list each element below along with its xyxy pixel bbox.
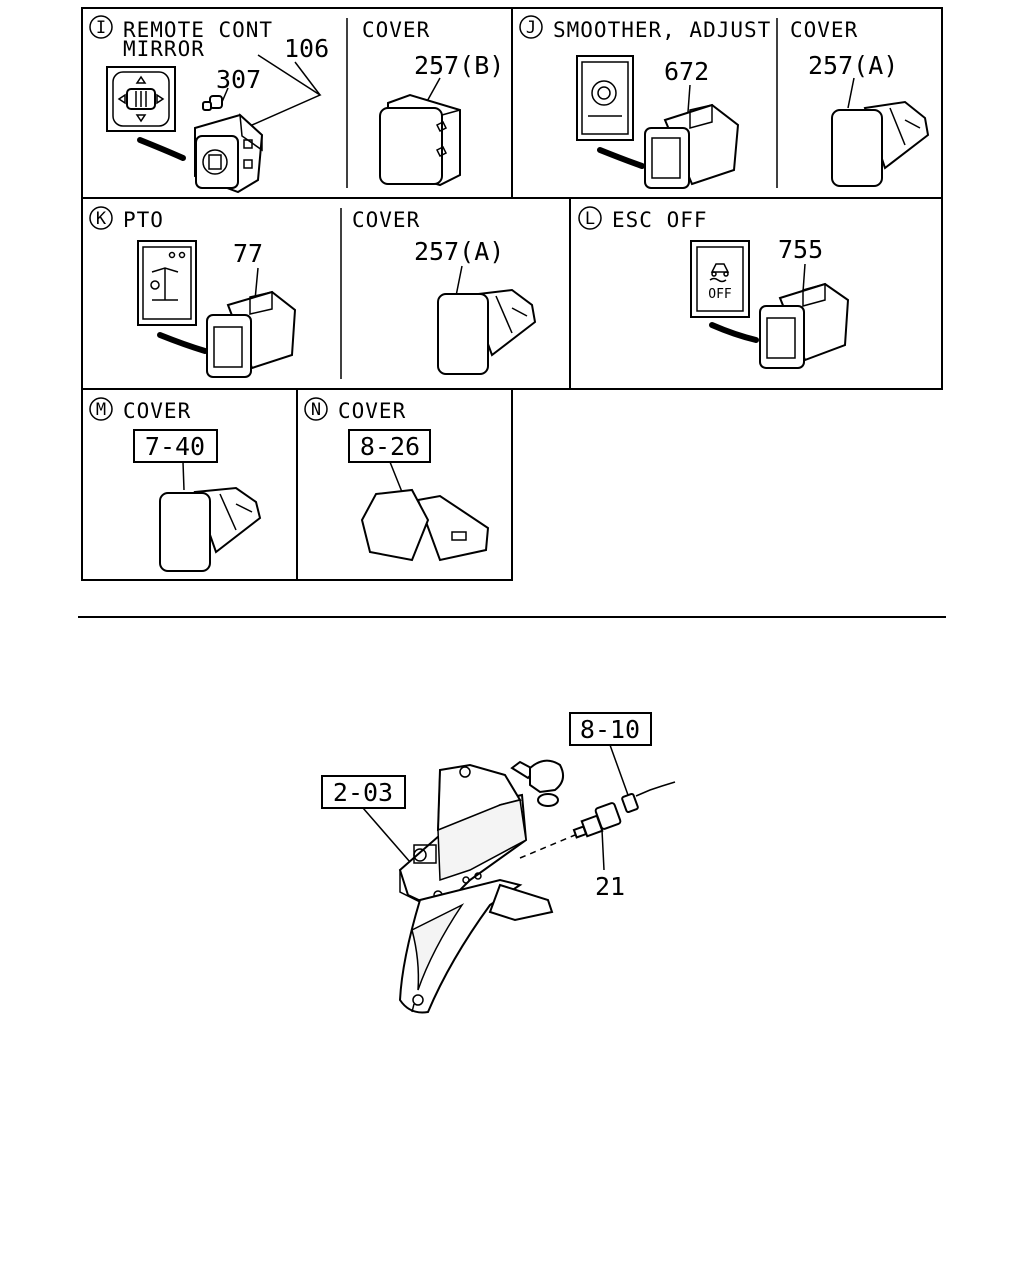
panel-title: REMOTE CONT <box>123 18 273 42</box>
smoother-switch <box>644 103 740 189</box>
panel-title: ESC OFF <box>612 208 708 232</box>
part-number: 106 <box>284 34 329 63</box>
install-line <box>519 834 576 859</box>
part-number: 257(A) <box>808 51 898 80</box>
blank-cover-angled <box>360 488 490 562</box>
ref-number: 7-40 <box>145 432 205 461</box>
pedal-switch <box>572 781 676 839</box>
mirror-control-icon <box>106 66 176 132</box>
ref-connector: 8-10 <box>580 715 640 744</box>
part-number: 21 <box>595 872 625 901</box>
stopper-bolt <box>510 759 565 807</box>
panel-k: K PTO 77 COVER 257(A) <box>89 206 537 378</box>
pto-switch <box>206 290 297 378</box>
pto-icon <box>137 240 197 326</box>
pedal-arm <box>398 878 554 1014</box>
pedal-bracket <box>398 763 528 913</box>
mirror-switch <box>194 113 264 194</box>
panel-letter: L <box>585 209 595 229</box>
panel-title: PTO <box>123 208 164 232</box>
panel-title: COVER <box>338 399 406 423</box>
part-number: 257(A) <box>414 237 504 266</box>
cover-title: COVER <box>362 18 430 42</box>
blank-cover-a <box>831 100 930 187</box>
esc-off-icon: OFF <box>690 240 750 318</box>
panel-i: I REMOTE CONT MIRROR 106 307 <box>89 15 504 194</box>
panel-n: N COVER 8-26 <box>304 397 490 562</box>
panel-letter: K <box>96 209 107 229</box>
part-number: 307 <box>216 65 261 94</box>
blank-cover-a <box>437 288 537 375</box>
smoother-adjust-icon <box>576 55 634 141</box>
cover-title: COVER <box>352 208 420 232</box>
panel-m: M COVER 7-40 <box>89 397 262 572</box>
arrow-icon <box>157 332 208 354</box>
panel-letter-circle <box>89 15 113 39</box>
part-number: 77 <box>233 239 263 268</box>
ref-box <box>348 429 431 463</box>
pedal-assembly: 8-10 2-03 21 <box>321 712 676 1014</box>
panel-j: J SMOOTHER, ADJUST 672 COVER 257(A) <box>519 15 930 189</box>
blank-cover <box>159 486 262 572</box>
panel-l: L ESC OFF 755 OFF <box>578 206 850 369</box>
ref-bracket: 2-03 <box>333 778 393 807</box>
arrow-icon <box>597 147 645 169</box>
arrow-icon <box>137 137 186 161</box>
part-number: 755 <box>778 235 823 264</box>
panel-title: COVER <box>123 399 191 423</box>
bulb-icon <box>202 95 223 111</box>
part-number: 672 <box>664 57 709 86</box>
cover-title: COVER <box>790 18 858 42</box>
panel-letter: N <box>311 400 321 420</box>
panel-letter: J <box>526 18 536 38</box>
part-number: 257(B) <box>414 51 504 80</box>
esc-off-icon-text: OFF <box>708 287 732 302</box>
esc-off-switch <box>759 282 850 369</box>
blank-cover-b <box>379 93 461 187</box>
ref-number: 8-26 <box>360 432 420 461</box>
panel-title: SMOOTHER, ADJUST <box>553 18 771 42</box>
ref-box <box>133 429 218 463</box>
panel-title-line2: MIRROR <box>123 37 205 61</box>
panel-grid <box>78 7 946 618</box>
arrow-icon <box>709 322 759 343</box>
panel-letter: M <box>96 400 106 420</box>
panel-letter: I <box>96 18 106 38</box>
